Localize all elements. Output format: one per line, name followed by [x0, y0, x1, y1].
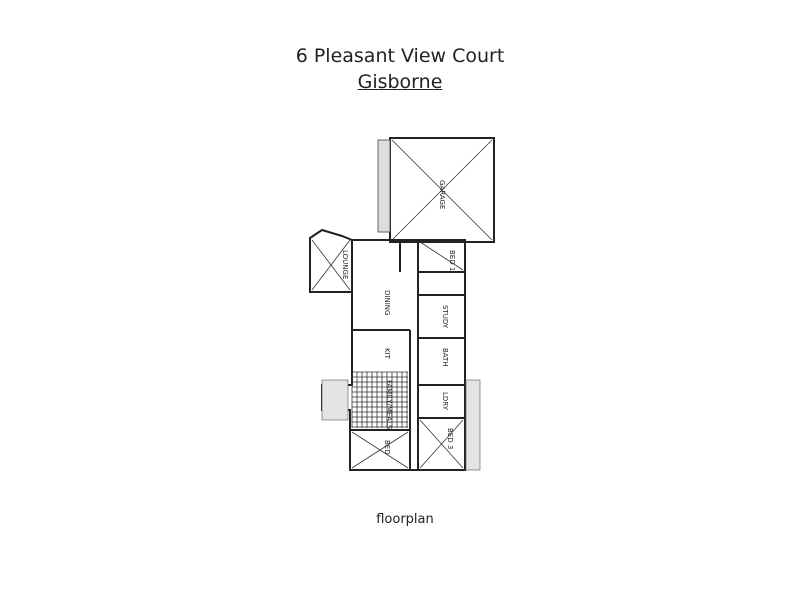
room-label-bed1: BED 1 [448, 250, 456, 271]
room-label-family-meals: FAMILY/MEALS [385, 380, 393, 430]
room-label-study: STUDY [441, 305, 449, 329]
garage [377, 137, 495, 243]
address-title: 6 Pleasant View Court [295, 45, 505, 67]
suburb-text: Gisborne [357, 71, 443, 93]
room-label-ldry: LDRY [441, 392, 449, 411]
room-label-kit: KIT [383, 348, 391, 360]
room-label-garage: GARAGE [438, 180, 446, 209]
suburb-title: Gisborne [0, 71, 800, 93]
room-label-bed: BED [383, 440, 391, 455]
room-label-bath: BATH [441, 348, 449, 367]
room-label-dining: DINING [383, 290, 391, 315]
caption: floorplan [376, 512, 434, 527]
house-outline [309, 228, 466, 471]
room-label-bed3: BED 3 [446, 428, 454, 449]
room-label-lounge: LOUNGE [341, 250, 349, 279]
tiled-floor [351, 371, 408, 428]
